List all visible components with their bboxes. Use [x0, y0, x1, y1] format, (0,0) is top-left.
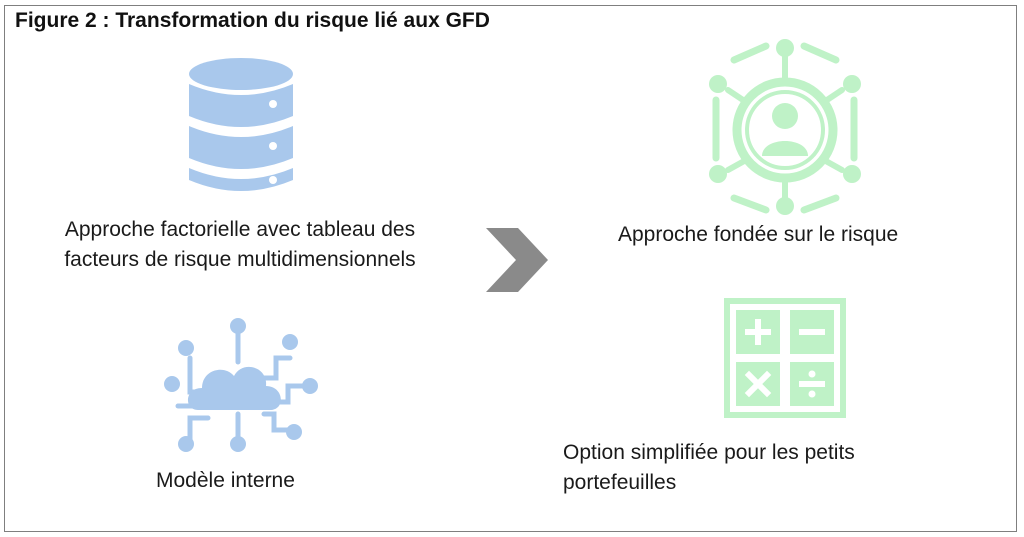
- simplified-caption-line1: Option simplifiée pour les petits: [563, 441, 855, 464]
- figure-frame: [4, 5, 1017, 532]
- factorial-caption-line1: Approche factorielle avec tableau des: [64, 218, 416, 241]
- figure-title: Figure 2 : Transformation du risque lié …: [15, 9, 490, 32]
- database-icon: [189, 58, 293, 191]
- factorial-caption-line2: facteurs de risque multidimensionnels: [64, 248, 416, 271]
- chevron-right-icon: [486, 228, 548, 292]
- user-network-icon: [709, 39, 861, 215]
- internal-model-caption: Modèle interne: [156, 469, 295, 492]
- factorial-approach-caption: Approche factorielle avec tableau des fa…: [20, 215, 460, 275]
- simplified-caption-line2: portefeuilles: [563, 471, 677, 494]
- cloud-network-icon: [164, 318, 318, 452]
- calculator-icon: [724, 298, 846, 418]
- risk-based-approach-caption: Approche fondée sur le risque: [618, 223, 899, 246]
- simplified-option-caption: Option simplifiée pour les petits portef…: [563, 438, 963, 498]
